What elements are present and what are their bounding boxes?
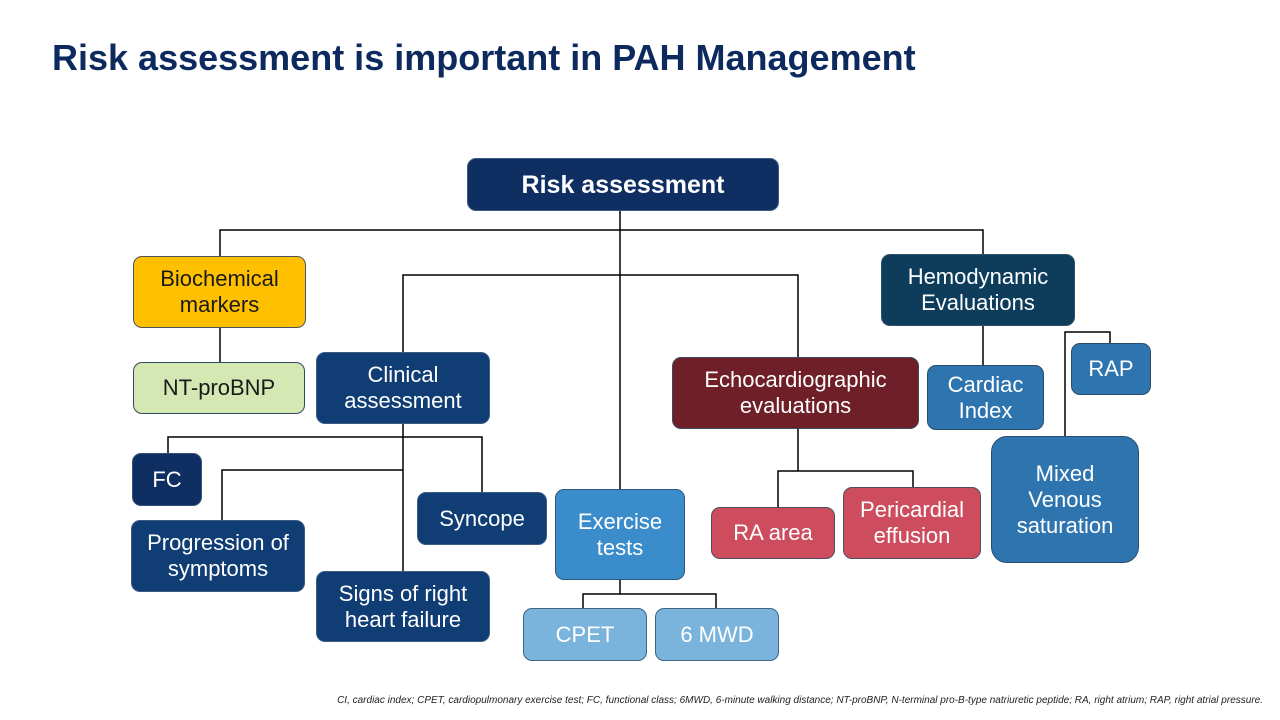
signs-of-right-heart-failure-node: Signs of right heart failure (316, 571, 490, 642)
hemodynamic-evaluations-node: Hemodynamic Evaluations (881, 254, 1075, 326)
pericardial-effusion-node: Pericardial effusion (843, 487, 981, 559)
nt-probnp-node: NT-proBNP (133, 362, 305, 414)
risk-assessment-node: Risk assessment (467, 158, 779, 211)
clinical-assessment-node: Clinical assessment (316, 352, 490, 424)
progression-of-symptoms-node: Progression of symptoms (131, 520, 305, 592)
cardiac-index-node: Cardiac Index (927, 365, 1044, 430)
exercise-tests-node: Exercise tests (555, 489, 685, 580)
echocardiographic-evaluations-node: Echocardiographic evaluations (672, 357, 919, 429)
cpet-node: CPET (523, 608, 647, 661)
biochemical-markers-node: Biochemical markers (133, 256, 306, 328)
page-title: Risk assessment is important in PAH Mana… (52, 37, 916, 78)
footnote: CI, cardiac index; CPET, cardiopulmonary… (337, 695, 1263, 706)
6-mwd-node: 6 MWD (655, 608, 779, 661)
syncope-node: Syncope (417, 492, 547, 545)
rap-node: RAP (1071, 343, 1151, 395)
ra-area-node: RA area (711, 507, 835, 559)
mixed-venous-saturation-node: Mixed Venous saturation (991, 436, 1139, 563)
fc-node: FC (132, 453, 202, 506)
